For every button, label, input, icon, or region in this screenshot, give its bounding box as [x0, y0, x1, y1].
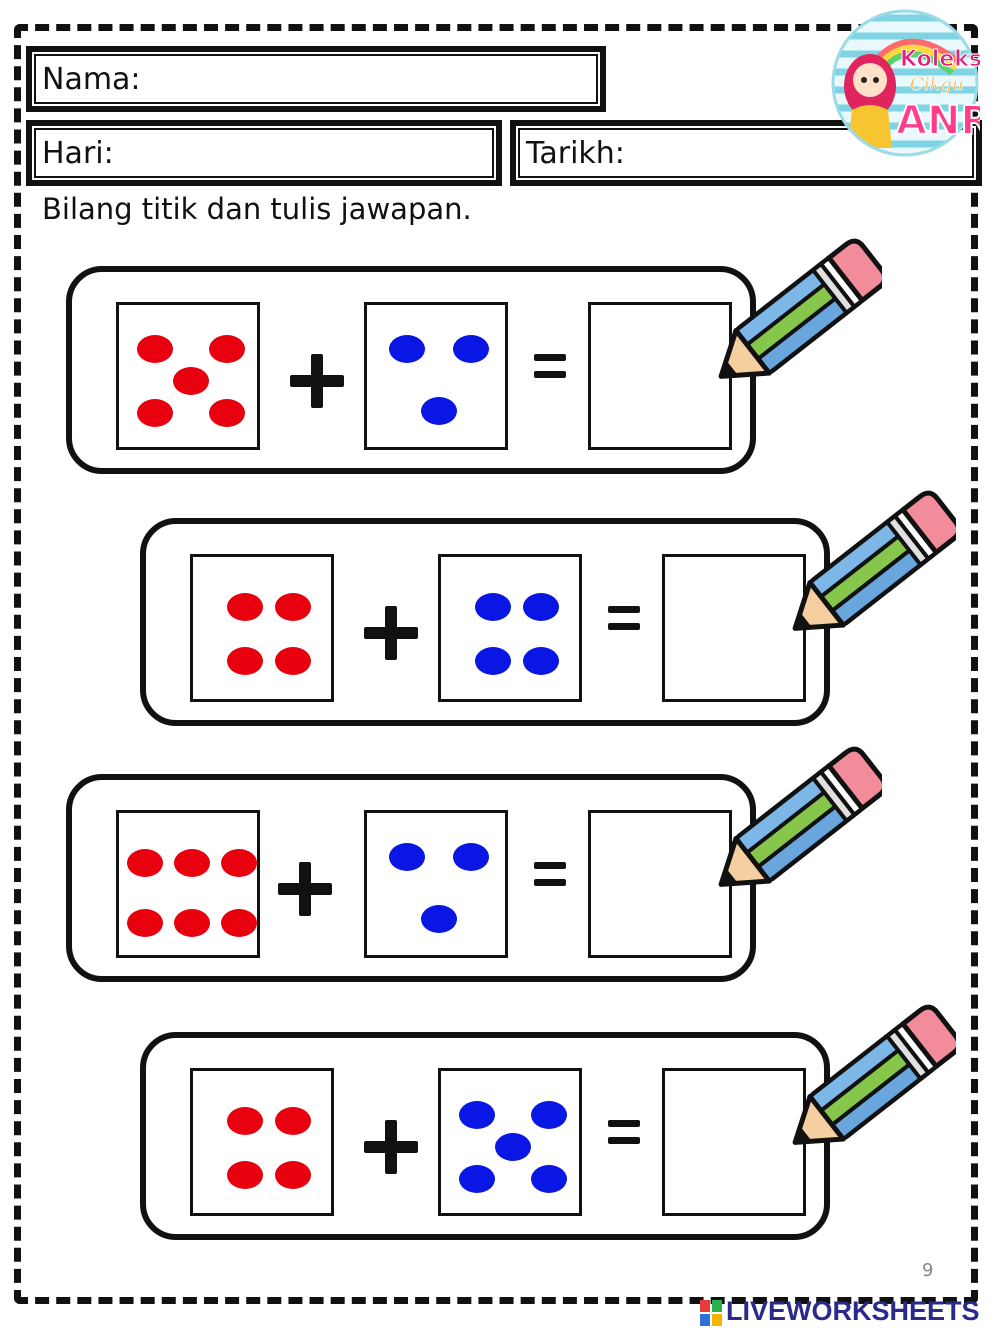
name-field[interactable]: Nama: [26, 46, 606, 112]
pencil-icon [718, 238, 882, 379]
exercise-row [140, 518, 830, 726]
date-label: Tarikh: [526, 135, 625, 171]
blue-dot [459, 1101, 495, 1129]
pencil-icon [718, 746, 882, 887]
svg-text:Koleksi: Koleksi [900, 47, 980, 72]
red-dot [275, 1161, 311, 1189]
red-dot [221, 849, 257, 877]
watermark-text: LIVEWORKSHEETS [726, 1296, 980, 1326]
blue-dot [475, 593, 511, 621]
blue-dot [453, 843, 489, 871]
blue-dot [523, 593, 559, 621]
plus-sign [290, 354, 344, 408]
exercise-row [140, 1032, 830, 1240]
exercise-row [66, 774, 756, 982]
red-dot [173, 367, 209, 395]
answer-box[interactable] [588, 302, 732, 450]
red-dot [137, 335, 173, 363]
blue-dot [421, 397, 457, 425]
blue-dot [475, 647, 511, 675]
red-dot [275, 593, 311, 621]
red-dot [227, 1107, 263, 1135]
blue-dots-box [438, 554, 582, 702]
instruction-text: Bilang titik dan tulis jawapan. [42, 192, 472, 226]
red-dot [227, 593, 263, 621]
pencil-icon [792, 1004, 956, 1145]
red-dot [209, 335, 245, 363]
koleksi-cikgu-anr-logo-icon: Koleksi Cikgu ANR [831, 9, 980, 157]
page-number: 9 [922, 1260, 934, 1281]
day-field[interactable]: Hari: [26, 120, 502, 186]
red-dot [174, 909, 210, 937]
red-dot [209, 399, 245, 427]
svg-text:ANR: ANR [896, 98, 980, 144]
day-label: Hari: [42, 135, 114, 171]
blue-dot [531, 1165, 567, 1193]
red-dot [227, 647, 263, 675]
red-dots-box [116, 302, 260, 450]
red-dot [275, 1107, 311, 1135]
name-label: Nama: [42, 61, 141, 97]
plus-sign [278, 862, 332, 916]
blue-dot [523, 647, 559, 675]
blue-dot [453, 335, 489, 363]
equals-sign [534, 862, 566, 888]
plus-sign [364, 1120, 418, 1174]
red-dot [174, 849, 210, 877]
blue-dots-box [438, 1068, 582, 1216]
equals-sign [608, 606, 640, 632]
blue-dot [495, 1133, 531, 1161]
equals-sign [534, 354, 566, 380]
exercise-row [66, 266, 756, 474]
plus-sign [364, 606, 418, 660]
red-dots-box [116, 810, 260, 958]
red-dots-box [190, 1068, 334, 1216]
dashed-page-border [14, 24, 978, 1304]
equals-sign [608, 1120, 640, 1146]
red-dot [127, 849, 163, 877]
pencil-icon [792, 490, 956, 631]
red-dot [227, 1161, 263, 1189]
blue-dots-box [364, 302, 508, 450]
red-dot [137, 399, 173, 427]
blue-dot [389, 843, 425, 871]
red-dot [127, 909, 163, 937]
blue-dots-box [364, 810, 508, 958]
blue-dot [389, 335, 425, 363]
red-dot [221, 909, 257, 937]
blue-dot [421, 905, 457, 933]
blue-dot [531, 1101, 567, 1129]
blue-dot [459, 1165, 495, 1193]
svg-text:Cikgu: Cikgu [910, 74, 964, 95]
liveworksheets-logo-icon [700, 1300, 722, 1326]
red-dots-box [190, 554, 334, 702]
red-dot [275, 647, 311, 675]
